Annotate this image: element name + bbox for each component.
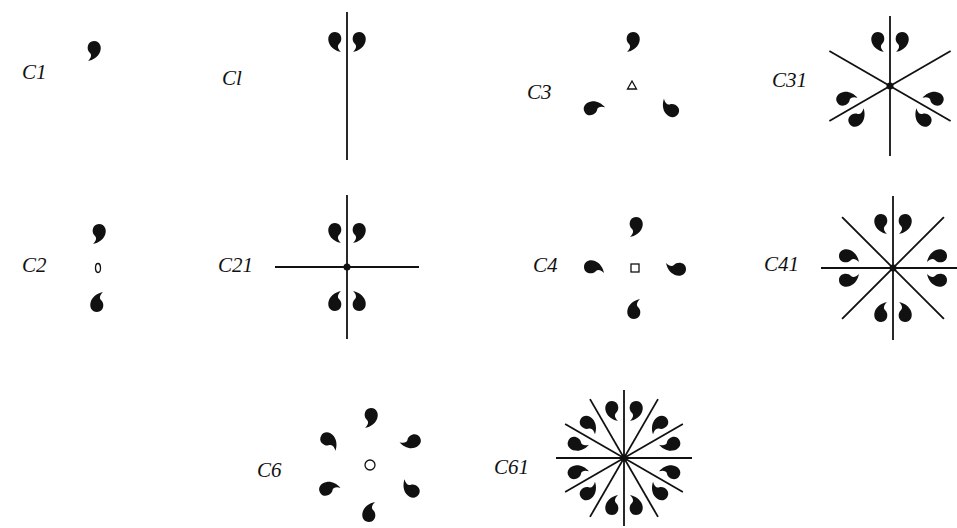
comma-figure <box>834 87 858 108</box>
group-symbol-label: C4 <box>533 255 558 276</box>
mirror-line <box>821 267 957 269</box>
symmetry-group <box>317 408 423 522</box>
comma-figure <box>353 32 366 52</box>
symmetry-group <box>829 16 950 156</box>
comma-figure <box>846 108 870 129</box>
comma-figure <box>666 263 686 276</box>
group-symbol-label: Cl <box>222 68 242 89</box>
comma-figure <box>328 223 341 243</box>
comma-figure <box>565 434 589 455</box>
comma-figure <box>398 479 422 500</box>
mirror-line <box>829 51 950 121</box>
comma-figure <box>874 302 887 322</box>
axis-symbol <box>365 460 375 470</box>
group-symbol-label: C1 <box>22 62 47 83</box>
symmetry-group <box>90 224 106 312</box>
comma-figure <box>659 460 683 481</box>
axis-symbol <box>628 81 637 89</box>
comma-figure <box>577 413 601 434</box>
comma-figure <box>630 495 643 515</box>
comma-figure <box>927 274 947 287</box>
comma-figure <box>353 291 366 311</box>
center-dot <box>621 455 628 462</box>
comma-figure <box>630 401 643 421</box>
comma-figure <box>362 502 375 522</box>
comma-figure <box>584 260 604 273</box>
comma-figure <box>627 299 640 319</box>
comma-figure <box>318 430 342 451</box>
group-symbol-label: C6 <box>257 460 282 481</box>
comma-figure <box>647 481 671 502</box>
mirror-line <box>590 399 658 517</box>
comma-figure <box>317 477 341 498</box>
comma-figure <box>605 495 618 515</box>
comma-figure <box>899 302 912 322</box>
comma-figure <box>839 274 859 287</box>
axis-symbol <box>96 264 101 273</box>
symmetry-group <box>275 195 419 339</box>
symmetry-group <box>584 217 686 319</box>
symmetry-group <box>581 32 681 120</box>
comma-figure <box>605 401 618 421</box>
comma-figure <box>871 32 884 52</box>
comma-figure <box>90 292 103 312</box>
center-dot <box>890 265 897 272</box>
comma-figure <box>88 41 101 61</box>
axis-symbol <box>631 264 639 272</box>
comma-figure <box>922 87 946 108</box>
comma-figure <box>658 98 682 119</box>
symmetry-group <box>556 390 692 526</box>
group-symbol-label: C3 <box>527 82 552 103</box>
comma-figure <box>899 214 912 234</box>
comma-figure <box>839 249 859 262</box>
symmetry-group <box>328 12 366 160</box>
symmetry-group <box>821 196 957 340</box>
mirror-line <box>842 217 944 319</box>
center-dot <box>344 264 351 271</box>
mirror-line <box>829 51 950 121</box>
comma-figure <box>577 481 601 502</box>
comma-figure <box>630 217 643 237</box>
comma-figure <box>581 96 605 117</box>
comma-figure <box>328 291 341 311</box>
group-symbol-label: C21 <box>218 255 253 276</box>
comma-figure <box>328 32 341 52</box>
comma-figure <box>927 249 947 262</box>
group-symbol-label: C2 <box>22 255 47 276</box>
comma-figure <box>896 32 909 52</box>
mirror-line <box>346 12 348 160</box>
comma-figure <box>910 108 934 129</box>
comma-figure <box>93 224 106 244</box>
comma-figure <box>627 32 640 52</box>
comma-figure <box>565 460 589 481</box>
comma-figure <box>874 214 887 234</box>
comma-figure <box>365 408 378 428</box>
comma-figure <box>647 413 671 434</box>
comma-figure <box>659 434 683 455</box>
comma-figure <box>399 432 423 453</box>
comma-figure <box>353 223 366 243</box>
symmetry-group <box>88 41 101 61</box>
group-symbol-label: C31 <box>772 70 807 91</box>
center-dot <box>887 83 894 90</box>
group-symbol-label: C61 <box>494 457 529 478</box>
group-symbol-label: C41 <box>764 254 799 275</box>
mirror-line <box>565 424 683 492</box>
